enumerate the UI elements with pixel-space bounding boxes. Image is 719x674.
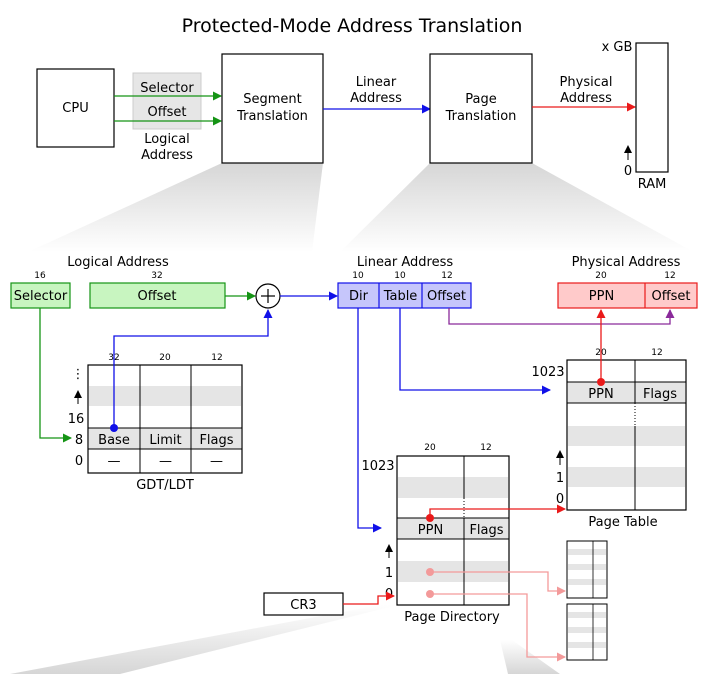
linear-address-title: Linear Address [357, 255, 454, 270]
gdt-base-dot [110, 424, 118, 432]
ram-label: RAM [638, 177, 667, 192]
physical-ppn-label: PPN [589, 289, 614, 304]
zoom-shade-segment [28, 163, 323, 252]
top-linear-address-line1: Linear [356, 75, 397, 90]
pt-index-1023: 1023 [531, 365, 564, 380]
linear-offset-bits: 12 [441, 271, 452, 281]
gdt-table: Base Limit Flags — — — [87, 364, 243, 474]
base-to-adder-arrow [113, 309, 273, 428]
page-table-label: Page Table [588, 515, 657, 530]
top-offset-label: Offset [147, 105, 186, 120]
cpu-label: CPU [62, 101, 88, 116]
page-translation-box: Page Translation [429, 53, 533, 164]
pd-entry1-arrow [430, 571, 566, 596]
logical-selector-field: Selector [10, 282, 71, 309]
mini-page-table-1 [566, 540, 608, 599]
top-physical-address-line1: Physical [560, 75, 613, 90]
pd-flags-label: Flags [469, 523, 503, 538]
adder-symbol [255, 283, 281, 309]
pt-flags-label: Flags [643, 387, 677, 402]
page-directory-table: PPN Flags [396, 455, 510, 606]
mini-page-table-0 [566, 603, 608, 661]
gdt-flags-label: Flags [199, 433, 233, 448]
pd-ppn-bits: 20 [424, 443, 436, 453]
top-physical-address-line2: Address [560, 91, 612, 106]
cr3-to-pd-arrow [343, 591, 395, 605]
logical-offset-label: Offset [137, 289, 176, 304]
pd-index-1: 1 [385, 566, 393, 581]
top-selector-label: Selector [140, 81, 194, 96]
segment-translation-line1: Segment [243, 92, 302, 107]
top-logical-address-line1: Logical [144, 132, 190, 147]
pd-index-0: 0 [385, 587, 393, 602]
pt-index-1: 1 [556, 471, 564, 486]
pd-entry0-arrow [430, 593, 566, 662]
pt-ppn-label: PPN [588, 387, 613, 402]
gdt-limit-label: Limit [149, 433, 181, 448]
pt-ppn-dot [597, 378, 605, 386]
top-linear-address-line2: Address [350, 91, 402, 106]
cr3-label: CR3 [290, 598, 316, 613]
segment-translation-line2: Translation [236, 109, 308, 124]
gdt-index-0: 0 [75, 454, 83, 469]
pd-entry0-dot [426, 590, 434, 598]
offset-passthrough-arrow [448, 308, 675, 325]
physical-offset-label: Offset [651, 289, 690, 304]
pd-entry1-dot [426, 568, 434, 576]
physical-offset-bits: 12 [664, 271, 675, 281]
page-translation-line2: Translation [445, 109, 517, 124]
pt-flags-bits: 12 [651, 348, 662, 358]
physical-address-fields: PPN Offset [557, 282, 698, 309]
linear-table-bits: 10 [394, 271, 406, 281]
gdt-index-16: 16 [68, 412, 85, 427]
pt-index-0: 0 [556, 492, 564, 507]
cpu-box: CPU [36, 68, 115, 148]
diagram-title: Protected-Mode Address Translation [182, 15, 523, 37]
linear-dir-bits: 10 [352, 271, 364, 281]
page-translation-line1: Page [465, 92, 496, 107]
pd-index-1023: 1023 [361, 459, 394, 474]
gdt-flags-bits: 12 [211, 353, 222, 363]
pd-ppn-dot [426, 514, 434, 522]
gdt-null-limit: — [159, 454, 172, 469]
linear-table-label: Table [383, 289, 418, 304]
pd-flags-bits: 12 [480, 443, 491, 453]
logical-address-title: Logical Address [67, 255, 169, 270]
linear-offset-label: Offset [427, 289, 466, 304]
ram-size-label: x GB [602, 40, 633, 55]
gdt-ellipsis: ⋮ [72, 367, 85, 382]
ram-zero-label: 0 [624, 164, 632, 179]
top-logical-address-line2: Address [141, 148, 193, 163]
ram-block: x GB 0 RAM [602, 40, 669, 192]
selector-bits: 16 [34, 271, 46, 281]
zoom-shade-page [340, 163, 690, 252]
dir-to-pd-arrow [357, 308, 382, 533]
gdt-label: GDT/LDT [136, 478, 194, 493]
physical-ppn-bits: 20 [595, 271, 607, 281]
gdt-null-flags: — [210, 454, 223, 469]
page-table: PPN Flags [566, 359, 687, 511]
table-to-pt-arrow [399, 308, 551, 395]
logical-offset-field: Offset [89, 282, 226, 309]
cr3-register: CR3 [263, 592, 344, 616]
linear-dir-label: Dir [349, 289, 369, 304]
linear-address-fields: Dir Table Offset [337, 282, 472, 309]
selector-to-gdt-arrow [39, 308, 72, 443]
page-directory-label: Page Directory [404, 610, 500, 625]
gdt-null-base: — [108, 454, 121, 469]
gdt-index-8: 8 [75, 433, 83, 448]
pd-ppn-label: PPN [418, 523, 443, 538]
zoom-shade-bottom-left [10, 605, 398, 674]
logical-address-pill: Selector Offset [132, 72, 202, 130]
gdt-base-label: Base [98, 433, 130, 448]
physical-address-title: Physical Address [572, 255, 681, 270]
logical-selector-label: Selector [14, 289, 68, 304]
offset-bits: 32 [151, 271, 162, 281]
gdt-limit-bits: 20 [159, 353, 171, 363]
segment-translation-box: Segment Translation [221, 53, 324, 164]
